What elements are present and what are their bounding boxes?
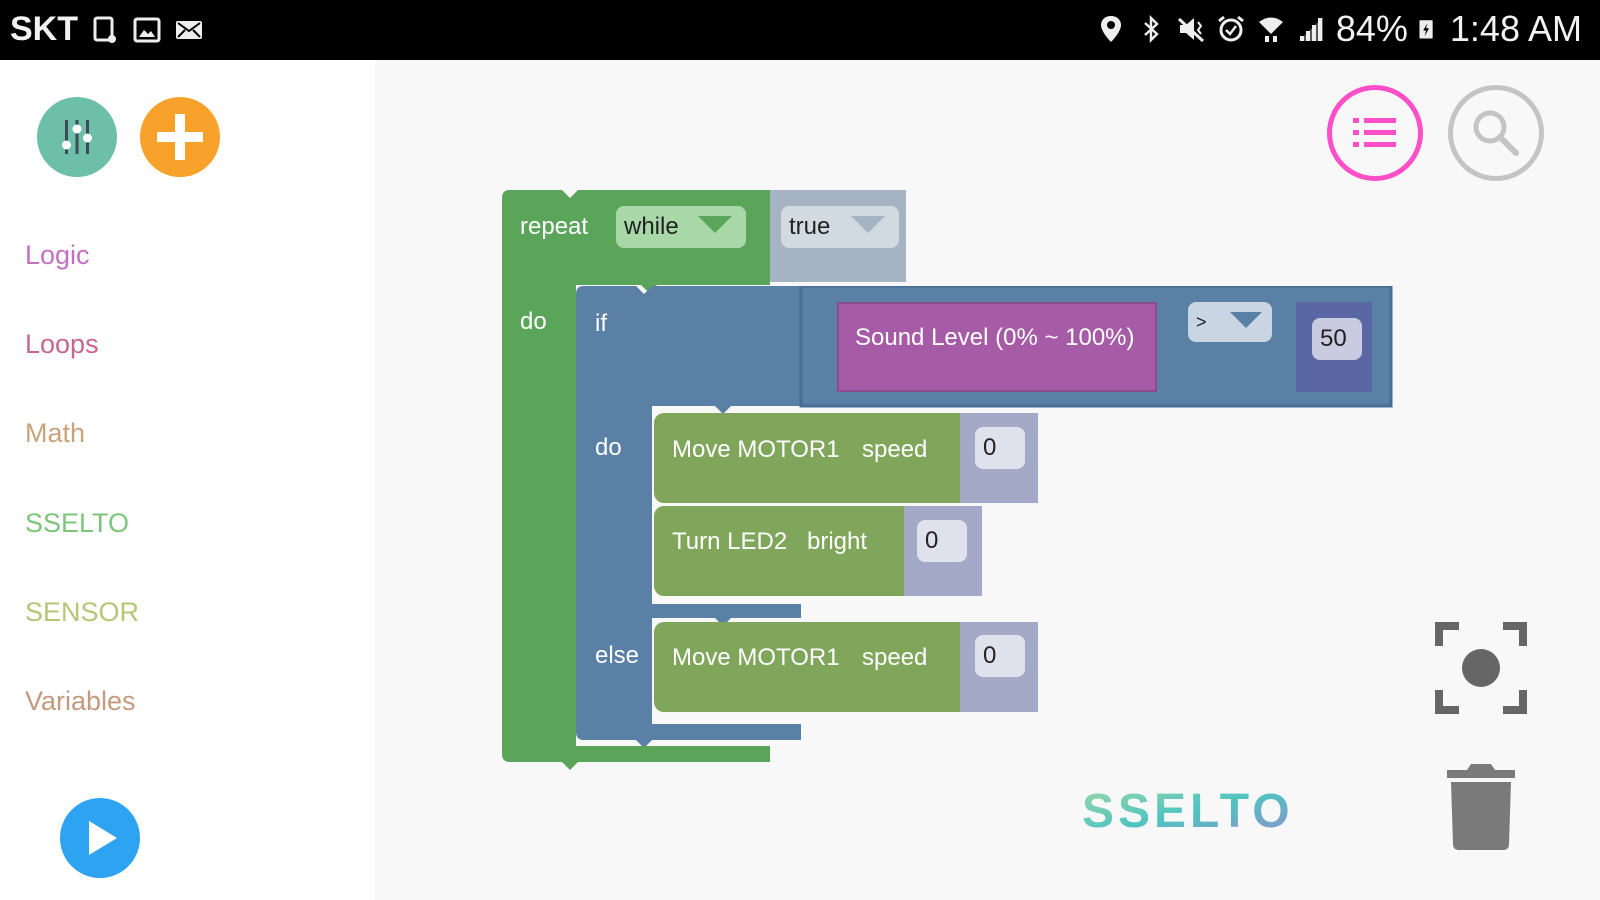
led-do-text: Turn LED2 (672, 528, 788, 555)
sync-icon (93, 16, 116, 43)
dropdown-arrow-icon (698, 216, 732, 233)
trash-button[interactable] (1443, 760, 1519, 852)
plus-icon (157, 114, 203, 160)
if-do-label: do (595, 434, 622, 461)
led-do-param: bright (807, 528, 868, 555)
signal-icon (1298, 17, 1323, 41)
motor-else-text: Move MOTOR1 (672, 644, 840, 671)
mail-icon (176, 20, 202, 39)
block-workspace[interactable]: repeat while true do if do else Sound Le… (375, 60, 1600, 900)
loop-mode-dropdown[interactable]: while (616, 206, 746, 248)
logo-text: SSELTO (1082, 785, 1294, 837)
motor-do-speed-value: 0 (983, 434, 997, 461)
battery-charging-icon (1419, 20, 1433, 39)
dropdown-arrow-icon (1230, 312, 1262, 328)
motor-block-else[interactable] (654, 622, 960, 712)
wifi-icon (1258, 17, 1283, 42)
loop-mode-value: while (624, 213, 679, 240)
add-button[interactable] (140, 97, 220, 177)
operator-dropdown[interactable]: > (1188, 302, 1272, 342)
settings-button[interactable] (37, 97, 117, 177)
condition-dropdown[interactable]: true (781, 206, 899, 248)
operator-value: > (1196, 311, 1207, 332)
if-label: if (595, 310, 607, 337)
bluetooth-icon (1143, 14, 1159, 44)
status-bar: SKT 84% 1:48 AM (0, 0, 1600, 60)
condition-value: true (789, 213, 831, 240)
carrier-label: SKT (10, 10, 78, 48)
battery-percent: 84% (1335, 8, 1408, 49)
led-block-do[interactable] (654, 506, 904, 596)
run-button[interactable] (60, 798, 140, 878)
block-list-button[interactable] (1327, 85, 1423, 181)
motor-do-speed-field[interactable]: 0 (975, 427, 1025, 469)
sound-level-block[interactable] (837, 302, 1157, 392)
motor-block-do[interactable] (654, 413, 960, 503)
repeat-label: repeat (520, 213, 589, 240)
sliders-icon (62, 120, 92, 154)
alarm-icon (1217, 15, 1244, 42)
image-icon (133, 17, 161, 42)
category-variables[interactable]: Variables (25, 686, 136, 716)
repeat-do-label: do (520, 308, 547, 335)
category-sselto[interactable]: SSELTO (25, 508, 130, 538)
motor-do-param: speed (862, 436, 928, 463)
threshold-value: 50 (1320, 325, 1347, 352)
list-icon (1353, 118, 1396, 147)
motor-else-param: speed (862, 644, 928, 671)
trash-icon (1447, 764, 1515, 850)
category-math[interactable]: Math (25, 418, 86, 448)
location-icon (1100, 16, 1121, 42)
recenter-button[interactable] (1433, 620, 1529, 716)
led-do-bright-field[interactable]: 0 (917, 520, 967, 562)
dropdown-arrow-icon (851, 216, 885, 233)
sound-level-label: Sound Level (0% ~ 100%) (855, 324, 1135, 351)
motor-else-speed-value: 0 (983, 642, 997, 669)
play-icon (89, 821, 117, 855)
toolbox-sidebar: Logic Loops Math SSELTO SENSOR Variables (0, 60, 375, 900)
motor-else-speed-field[interactable]: 0 (975, 635, 1025, 677)
sselto-logo: SSELTO (1082, 785, 1294, 837)
led-do-bright-value: 0 (925, 527, 939, 554)
threshold-field[interactable]: 50 (1312, 318, 1362, 360)
category-sensor[interactable]: SENSOR (25, 597, 140, 627)
category-loops[interactable]: Loops (25, 329, 99, 359)
motor-do-text: Move MOTOR1 (672, 436, 840, 463)
mute-icon (1177, 17, 1204, 43)
search-button[interactable] (1448, 85, 1544, 181)
focus-target-icon (1435, 622, 1527, 714)
search-icon (1473, 110, 1519, 156)
clock: 1:48 AM (1449, 8, 1582, 49)
else-label: else (595, 642, 640, 669)
category-logic[interactable]: Logic (25, 240, 90, 270)
